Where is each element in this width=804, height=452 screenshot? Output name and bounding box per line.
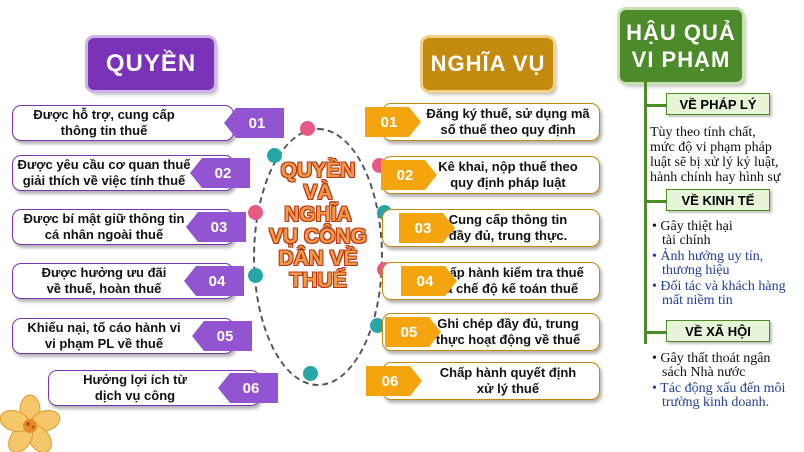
duty-text-line2: và chế độ kế toán thuế [437,281,579,296]
center-title: QUYỀN VÀ NGHĨA VỤ CÔNG DÂN VỀ THUẾ [258,160,378,292]
right-text-line1: Được hỗ trợ, cung cấp [33,107,175,122]
right-text-line2: thông tin thuế [60,123,148,138]
center-title-line: QUYỀN [280,159,356,182]
center-dot-teal [303,366,318,381]
duty-number-tag: 05 [385,317,441,347]
consequences-header-line1: HẬU QUẢ [626,20,736,45]
connector-social [644,331,668,334]
center-title-line: DÂN VỀ [278,247,358,270]
center-dot-teal [370,318,385,333]
center-title-line: VỤ CÔNG [268,225,367,248]
duty-number-tag: 02 [381,160,437,190]
right-text-line1: Được yêu cầu cơ quan thuế [17,157,191,172]
center-dot-teal [248,268,263,283]
rights-header: QUYỀN [88,38,214,90]
right-text-line1: Khiếu nại, tố cáo hành vi [27,320,181,335]
duty-text-line1: Kê khai, nộp thuế theo [438,159,578,174]
duty-text-line2: số thuế theo quy định [440,122,576,137]
center-title-line: NGHĨA [284,203,352,226]
duties-header: NGHĨA VỤ [423,38,553,90]
duty-text-line1: Đăng ký thuế, sử dụng mã [426,106,590,121]
duty-number-tag: 06 [366,366,422,396]
duty-text-line1: Cung cấp thông tin [448,212,568,227]
right-number-tag: 04 [184,266,244,296]
center-dot-pink [300,121,315,136]
legal-description-line: luật sẽ bị xử lý kỷ luật, [650,155,779,170]
right-text-line1: Được bí mật giữ thông tin [23,211,185,226]
duty-text-line2: thực hoạt động về thuế [435,332,581,347]
right-number-tag: 02 [190,158,250,188]
economic-item: • Ảnh hưởng uy tín,thương hiệu [652,249,764,278]
duty-number-tag: 03 [399,213,455,243]
right-text-line1: Hưởng lợi ích từ [83,372,187,387]
right-number-tag: 01 [224,108,284,138]
duty-text-line1: Chấp hành quyết định [439,365,577,380]
duty-text-line1: Chấp hành kiểm tra thuế [432,265,584,280]
duty-number-tag: 01 [365,107,421,137]
duty-text-line2: đầy đủ, trung thực. [448,228,568,243]
legal-description: Tùy theo tính chất, mức độ vi phạm pháp … [650,125,802,185]
right-text-line2: về thuế, hoàn thuế [46,281,162,296]
flower-decoration-icon [0,394,61,452]
duty-text-line1: Ghi chép đầy đủ, trung [437,316,579,331]
right-number-tag: 05 [192,321,252,351]
legal-description-line: Tùy theo tính chất, [650,125,756,140]
social-label: VỀ XÃ HỘI [666,320,770,342]
consequences-connector-vertical [644,82,647,344]
right-number-tag: 03 [186,212,246,242]
legal-description-line: hành chính hay hình sự [650,170,781,185]
legal-label: VỀ PHÁP LÝ [666,93,770,115]
right-text-line2: dịch vụ công [94,388,176,403]
right-text-line1: Được hưởng ưu đãi [41,265,167,280]
right-text-line2: giải thích về việc tính thuế [22,173,186,188]
right-text-line2: cá nhân ngoài thuế [44,227,164,242]
duty-text-line2: quy định pháp luật [450,175,566,190]
center-title-line: VÀ [303,181,333,204]
consequences-header-line2: VI PHẠM [631,47,731,72]
economic-label: VỀ KINH TẾ [666,189,770,211]
connector-economic [644,200,668,203]
center-dot-pink [248,205,263,220]
right-number-tag: 06 [218,373,278,403]
right-text-line2: vi phạm PL về thuế [44,336,164,351]
center-dashed-oval [253,128,383,386]
duty-text-line2: xử lý thuế [476,381,540,396]
duty-number-tag: 04 [401,266,457,296]
connector-legal [644,104,668,107]
legal-description-line: mức độ vi phạm pháp [650,140,772,155]
center-dot-teal [267,148,282,163]
center-title-line: THUẾ [289,269,347,292]
